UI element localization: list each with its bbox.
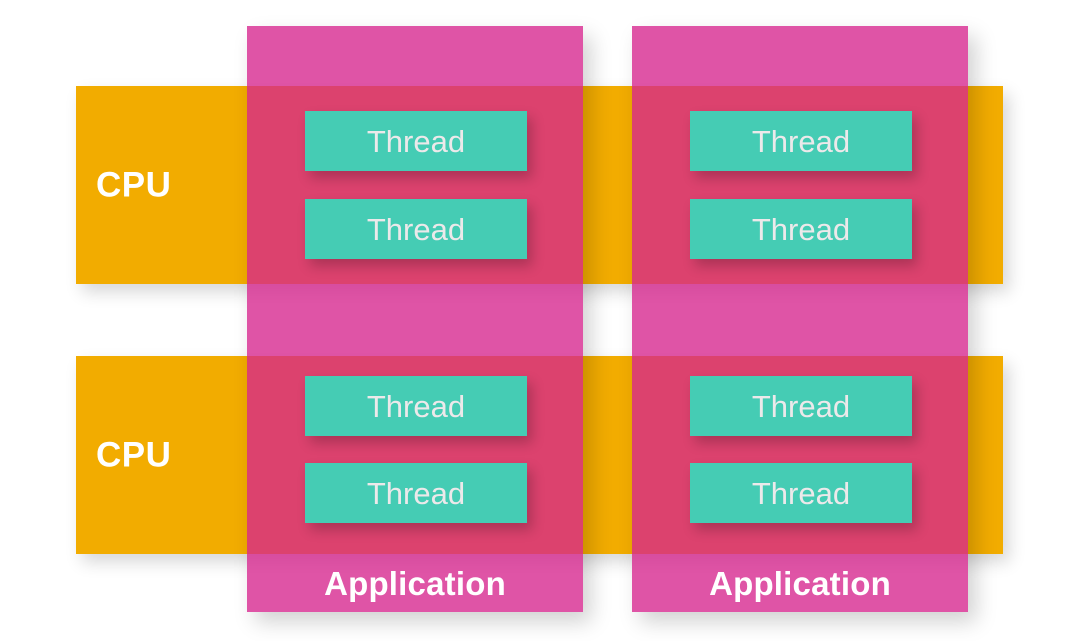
thread-label-1-3: Thread [751,475,851,511]
thread-label-0-1: Thread [366,211,466,247]
thread-label-1-0: Thread [751,123,851,159]
thread-label-0-0: Thread [366,123,466,159]
thread-box-0-0: Thread [305,111,527,171]
thread-label-1-2: Thread [751,388,851,424]
cpu-label-0: CPU [96,165,172,205]
thread-box-0-2: Thread [305,376,527,436]
cpu-label-1: CPU [96,435,172,475]
thread-label-1-1: Thread [751,211,851,247]
application-label-0: Application [324,565,506,602]
thread-label-0-2: Thread [366,388,466,424]
thread-box-0-3: Thread [305,463,527,523]
application-label-1: Application [709,565,891,602]
application-column-1: Thread Thread Thread Thread Application [632,26,968,612]
thread-box-1-1: Thread [690,199,912,259]
thread-box-1-3: Thread [690,463,912,523]
thread-box-0-1: Thread [305,199,527,259]
application-column-0: Thread Thread Thread Thread Application [247,26,583,612]
thread-box-1-0: Thread [690,111,912,171]
thread-label-0-3: Thread [366,475,466,511]
thread-box-1-2: Thread [690,376,912,436]
